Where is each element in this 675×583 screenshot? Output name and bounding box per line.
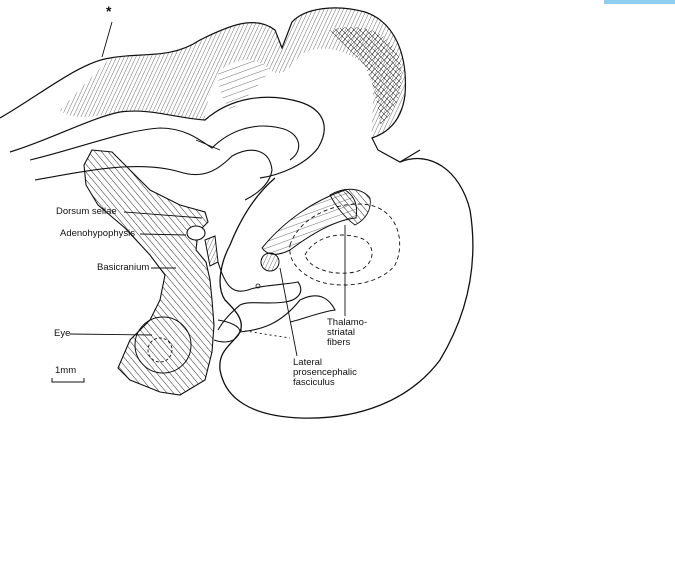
label-adenohypophysis: Adenohypophysis: [60, 228, 135, 239]
leader-lateral-fasciculus: [279, 267, 298, 357]
scale-bar-label: 1mm: [55, 365, 77, 376]
basicranium-shape: [83, 149, 215, 396]
diencephalon-outline: [239, 295, 336, 333]
cortex-crosshatch: [330, 27, 402, 125]
leader-dorsum-sellae: [123, 211, 203, 219]
label-basicranium: Basicranium: [97, 262, 150, 273]
hemisphere-outline: [219, 157, 474, 419]
accent-bar: [604, 0, 675, 4]
fiber-bundle-end: [329, 188, 371, 226]
cortex-arc-hatch: [218, 60, 270, 110]
leader-stalk: [195, 139, 221, 151]
thalamus-inner-dashed: [304, 234, 373, 274]
leader-eye: [69, 333, 153, 336]
eye-outer: [134, 316, 192, 374]
foramen: [260, 252, 280, 272]
eye-inner: [147, 337, 173, 363]
ventricle-lumen: [29, 125, 300, 161]
pituitary-stalk: [204, 235, 219, 267]
label-lateral-prosencephalic-fasciculus: Lateral prosencephalic fasciculus: [293, 357, 357, 388]
ventricle-floor: [34, 149, 273, 201]
scale-bar: [51, 378, 85, 383]
label-thalamostriatal-fibers: Thalamo- striatal fibers: [327, 317, 368, 348]
leader-adenohypophysis: [139, 233, 187, 236]
telencephalic-wall-hatch: [60, 7, 406, 139]
label-eye: Eye: [54, 328, 71, 339]
hypothalamus-outline: [217, 261, 302, 331]
leader-star: [101, 21, 113, 58]
optic-region: [213, 319, 241, 343]
optic-dotted: [239, 329, 291, 339]
label-dorsum-sellae: Dorsum sellae: [56, 206, 117, 217]
adenohypophysis-shape: [186, 225, 206, 241]
asterisk-marker: *: [106, 3, 112, 19]
